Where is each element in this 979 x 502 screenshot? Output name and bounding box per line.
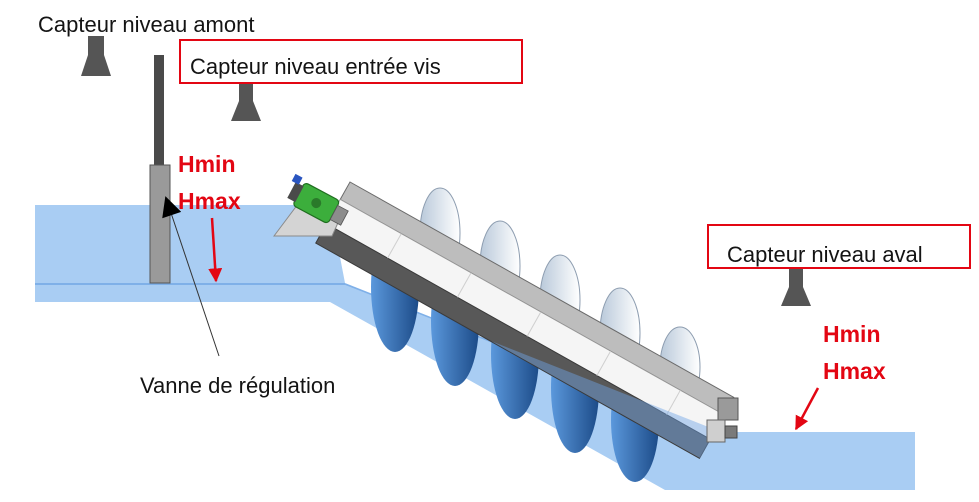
sensor-inlet-label: Capteur niveau entrée vis (190, 54, 441, 79)
upstream-level-arrow (208, 217, 223, 283)
screw-end-bearing (706, 397, 739, 443)
downstream-hmax-label: Hmax (823, 358, 886, 384)
level-sensor-icon (81, 36, 111, 76)
upstream-hmax-label: Hmax (178, 188, 241, 214)
sensor-downstream-label: Capteur niveau aval (727, 242, 923, 267)
sluice-gate-icon (149, 55, 171, 284)
level-sensor-icon (781, 268, 811, 306)
downstream-level-arrow (794, 387, 820, 431)
screw-casing (315, 181, 735, 460)
motor-icon (273, 173, 349, 237)
submerged-overlay (491, 341, 716, 458)
gate-leader-line (162, 196, 220, 357)
inlet-sensor-highlight-box (179, 39, 523, 84)
level-sensor-icon (231, 82, 261, 121)
gate-label: Vanne de régulation (140, 373, 335, 398)
upstream-hmin-label: Hmin (178, 151, 236, 177)
downstream-hmin-label: Hmin (823, 321, 881, 347)
gate-panel (149, 164, 171, 284)
sensor-upstream-label: Capteur niveau amont (38, 12, 254, 37)
downstream-sensor-highlight-box (707, 224, 971, 269)
gate-rod (154, 55, 164, 167)
